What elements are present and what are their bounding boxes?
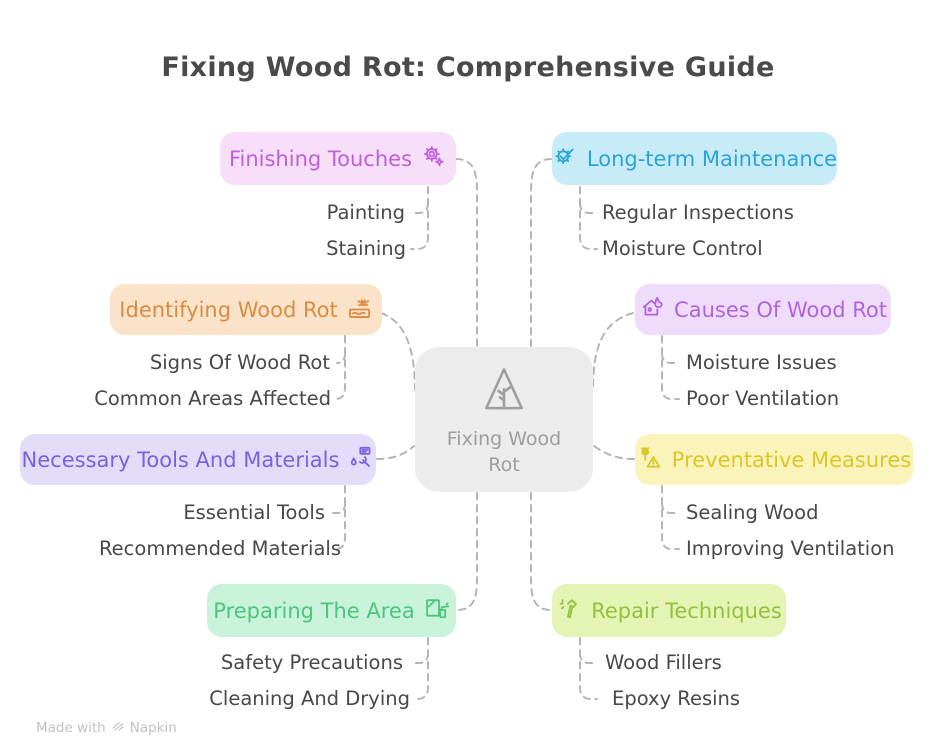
branch-node-preventative-measures[interactable]: Preventative Measures (635, 434, 913, 485)
sub-item-epoxy-resins[interactable]: Epoxy Resins (612, 687, 741, 710)
branch-label: Repair Techniques (591, 598, 782, 623)
sub-item-improving-ventilation[interactable]: Improving Ventilation (686, 537, 895, 560)
branch-label: Preventative Measures (671, 447, 912, 472)
sub-item-common-areas-affected[interactable]: Common Areas Affected (94, 387, 331, 410)
sub-item-poor-ventilation[interactable]: Poor Ventilation (686, 387, 840, 410)
branch-label: Causes Of Wood Rot (674, 297, 887, 322)
branch-label: Finishing Touches (228, 146, 413, 171)
sub-item-moisture-control[interactable]: Moisture Control (602, 237, 763, 260)
sub-item-moisture-issues[interactable]: Moisture Issues (686, 351, 837, 374)
branch-label: Necessary Tools And Materials (21, 447, 340, 472)
branch-node-preparing-the-area[interactable]: Preparing The Area (207, 584, 456, 637)
branch-node-repair-techniques[interactable]: Repair Techniques (552, 584, 786, 637)
branch-node-causes-of-wood-rot[interactable]: Causes Of Wood Rot (635, 284, 891, 335)
branch-label: Identifying Wood Rot (119, 297, 338, 322)
sub-item-wood-fillers[interactable]: Wood Fillers (605, 651, 722, 674)
central-node[interactable]: Fixing Wood Rot (415, 347, 593, 492)
tree-icon (476, 361, 532, 421)
wood-bug-icon (346, 294, 373, 326)
sub-item-staining[interactable]: Staining (326, 237, 406, 260)
sub-item-regular-inspections[interactable]: Regular Inspections (602, 201, 794, 224)
gear-check-icon (552, 143, 579, 175)
sub-item-signs-of-wood-rot[interactable]: Signs Of Wood Rot (149, 351, 330, 374)
sparkle-gear-icon (420, 143, 447, 175)
sub-item-essential-tools[interactable]: Essential Tools (183, 501, 325, 524)
watermark-prefix: Made with (36, 720, 106, 736)
branch-node-long-term-maintenance[interactable]: Long-term Maintenance (552, 132, 837, 185)
branch-node-necessary-tools-and-materials[interactable]: Necessary Tools And Materials (20, 434, 376, 485)
sub-item-painting[interactable]: Painting (326, 201, 405, 224)
branch-node-identifying-wood-rot[interactable]: Identifying Wood Rot (110, 284, 382, 335)
branch-label: Long-term Maintenance (586, 146, 838, 171)
wheat-warning-icon (637, 444, 664, 476)
wrench-tools-icon (347, 444, 374, 476)
sub-item-recommended-materials[interactable]: Recommended Materials (99, 537, 341, 560)
house-flame-icon (639, 294, 666, 326)
page-title: Fixing Wood Rot: Comprehensive Guide (161, 52, 775, 83)
sub-item-sealing-wood[interactable]: Sealing Wood (686, 501, 819, 524)
branch-node-finishing-touches[interactable]: Finishing Touches (220, 132, 456, 185)
panel-spray-icon (423, 595, 450, 627)
watermark: Made with Napkin (36, 719, 177, 737)
napkin-logo-icon (111, 719, 125, 737)
sub-item-cleaning-and-drying[interactable]: Cleaning And Drying (209, 687, 410, 710)
watermark-brand: Napkin (129, 720, 177, 736)
sub-item-safety-precautions[interactable]: Safety Precautions (220, 651, 403, 674)
branch-label: Preparing The Area (213, 598, 415, 623)
central-node-label: Fixing Wood Rot (446, 427, 562, 476)
hammer-icon (556, 595, 583, 627)
